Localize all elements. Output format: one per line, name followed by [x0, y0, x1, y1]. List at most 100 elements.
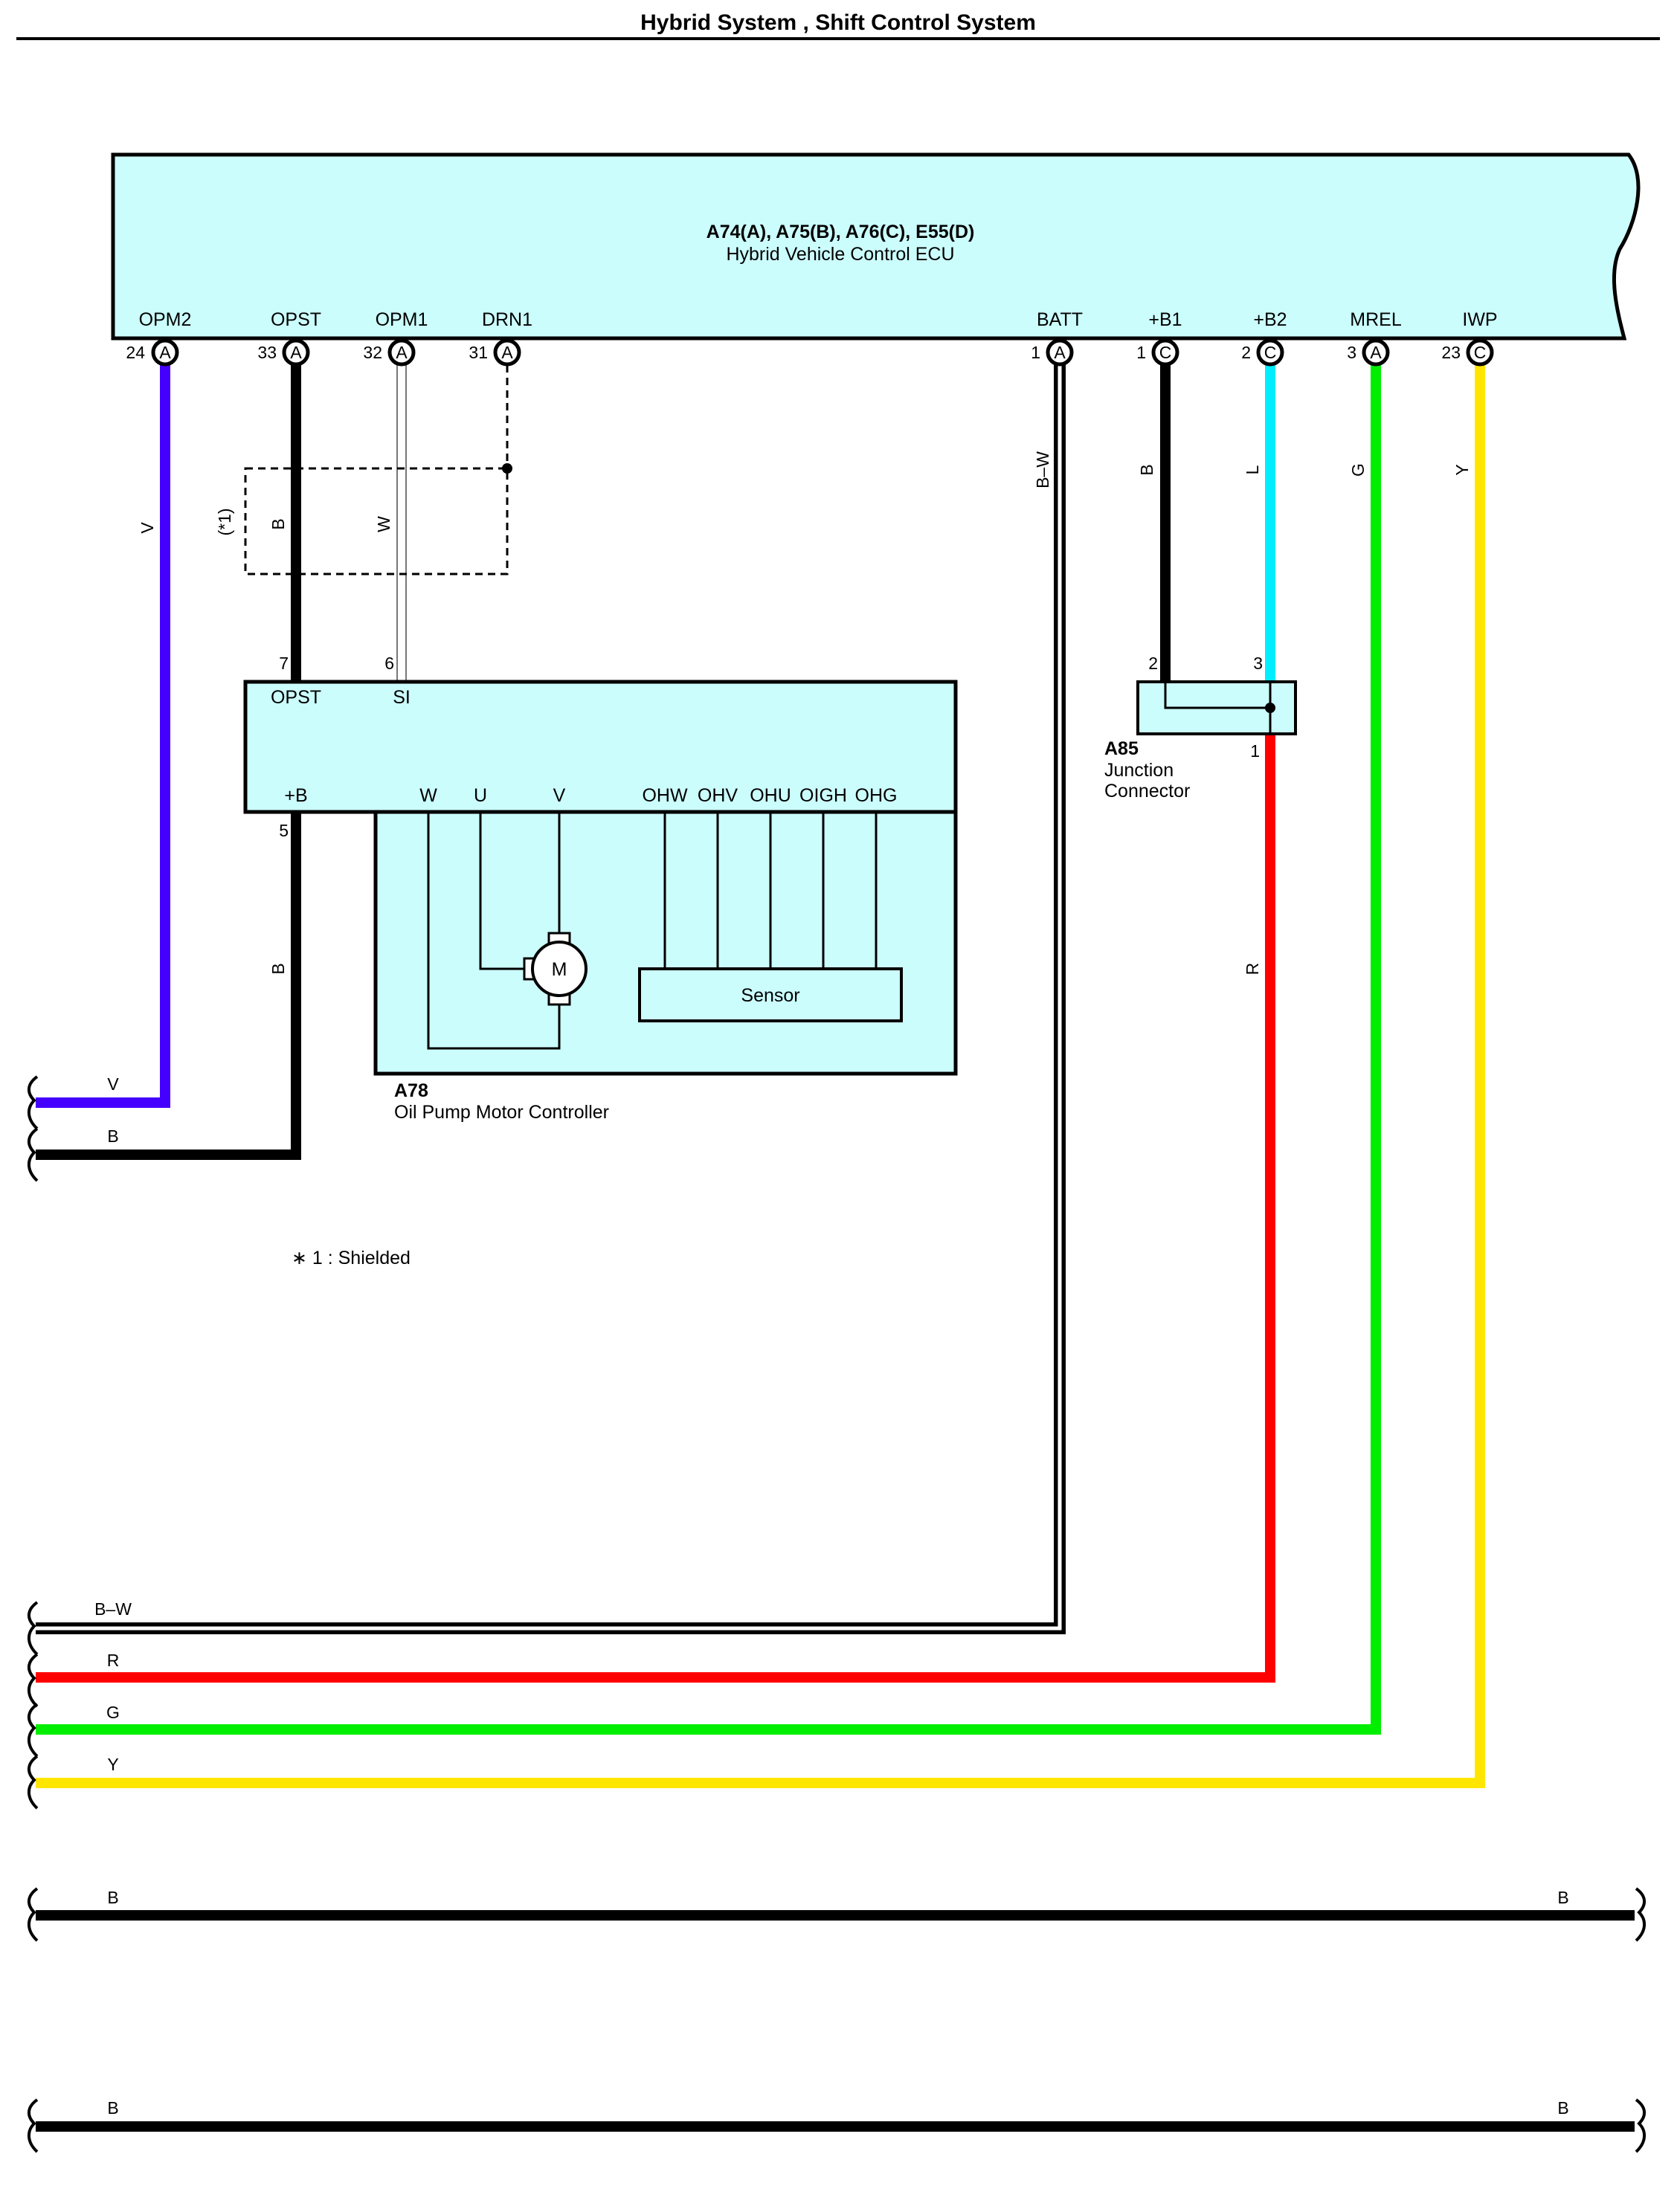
wire-opm2-v: [36, 352, 170, 1108]
brace-right: [1635, 1887, 1646, 1942]
ecu-pin-label-opm1: OPM1: [376, 309, 428, 330]
wire-label-b2: L: [1243, 465, 1262, 474]
bus-label-left: B: [107, 1888, 118, 1907]
left-wire-label: R: [107, 1651, 120, 1670]
junction-pin-3: 3: [1253, 654, 1263, 673]
junction-name-2: Connector: [1104, 781, 1190, 802]
sensor-term-oigh: OIGH: [799, 785, 847, 806]
sensor-box: [638, 967, 903, 1022]
left-wire-label: Y: [107, 1755, 118, 1774]
wire-label-shield: (*1): [215, 508, 234, 535]
ecu-pin-label-mrel: MREL: [1350, 309, 1402, 330]
shield-box: [244, 467, 509, 575]
wire-label-batt: B–W: [1033, 451, 1052, 488]
ecu-pin-label-drn1: DRN1: [482, 309, 532, 330]
brace-left: [28, 2098, 39, 2153]
sensor-label: Sensor: [741, 985, 799, 1006]
ecu-pin-num: 31: [469, 343, 488, 362]
continuation-braces: [28, 1075, 1646, 2153]
shield-junction-dot: [502, 463, 512, 474]
ecu-conn-letter: C: [1264, 343, 1277, 362]
ecu-pin-label-b2: +B2: [1253, 309, 1287, 330]
wire-label-mrel: G: [1348, 463, 1368, 477]
motor-term-u: U: [474, 785, 487, 806]
ecu-box: [111, 152, 1641, 341]
ecu-pin-num: 23: [1441, 343, 1461, 362]
connector-circle: [1466, 338, 1494, 367]
ecu-conn-letter: A: [501, 343, 513, 362]
oil-pump-name: Oil Pump Motor Controller: [394, 1102, 609, 1123]
ecu-pin-label-batt: BATT: [1037, 309, 1083, 330]
footnote: ∗ 1 : Shielded: [292, 1248, 411, 1268]
left-wire-label: V: [107, 1074, 119, 1094]
motor-wire-u: [479, 812, 530, 970]
connector-circle: [151, 338, 179, 367]
ecu-pin-num: 24: [126, 343, 145, 362]
connector-circle: [493, 338, 521, 367]
ecu-pin-num: 2: [1241, 343, 1251, 362]
brace-right: [1635, 2098, 1646, 2153]
ecu-pin-num: 33: [257, 343, 277, 362]
connector-circle: [1362, 338, 1390, 367]
motor-label: M: [552, 959, 567, 980]
junction-code: A85: [1104, 738, 1139, 759]
brace-left: [28, 1601, 39, 1656]
ecu-pin-num: 32: [363, 343, 382, 362]
ecu-conn-letter: A: [159, 343, 171, 362]
wire-label-b1: B: [1137, 464, 1156, 475]
ecu-name: Hybrid Vehicle Control ECU: [726, 244, 954, 265]
bus-label-right: B: [1557, 1888, 1568, 1907]
left-wire-label: B–W: [94, 1599, 132, 1619]
bus-label-left: B: [107, 2098, 118, 2118]
brace-left: [28, 1755, 39, 1810]
wire-label-junction-out: R: [1243, 963, 1262, 976]
brace-left: [28, 1653, 39, 1708]
motor-wire-w: [427, 812, 561, 1050]
motor-icon: [531, 941, 588, 997]
ecu-conn-letter: A: [1370, 343, 1382, 362]
ecu-conn-letter: C: [1159, 343, 1172, 362]
page-title: Hybrid System , Shift Control System: [640, 10, 1036, 35]
oil-pump-pin-5: 5: [279, 821, 289, 840]
connector-circle: [1256, 338, 1284, 367]
brace-left: [28, 1127, 39, 1182]
left-wire-label: G: [106, 1703, 120, 1722]
wire-label-opst: B: [268, 518, 288, 529]
connector-circle: [282, 338, 310, 367]
motor-term-w: W: [419, 785, 437, 806]
wire-label-opm1: W: [374, 516, 393, 532]
wire-mrel-g: [36, 352, 1381, 1735]
ecu-conn-letter: A: [1054, 343, 1066, 362]
connector-circle: [387, 338, 416, 367]
oil-pump-top-box: [243, 680, 958, 814]
ecu-pin-num: 1: [1136, 343, 1146, 362]
oil-pump-label-opst: OPST: [271, 687, 321, 708]
sensor-wires: [663, 812, 878, 969]
sensor-term-ohg: OHG: [855, 785, 898, 806]
wire-junction-r: [36, 732, 1275, 1683]
ecu-pin-num: 3: [1347, 343, 1356, 362]
junction-dot: [1265, 703, 1275, 713]
oil-pump-pin-6: 6: [384, 654, 394, 673]
connector-circle: [1151, 338, 1179, 367]
oil-pump-code: A78: [394, 1080, 428, 1101]
oil-pump-label-plusb: +B: [284, 785, 307, 806]
wire-label-opm2: V: [138, 522, 157, 534]
ecu-conn-letter: C: [1474, 343, 1487, 362]
oil-pump-pin-7: 7: [279, 654, 289, 673]
ecu-pin-label-opm2: OPM2: [139, 309, 192, 330]
motor-term-v: V: [553, 785, 566, 806]
ecu-pin-label-b1: +B1: [1148, 309, 1182, 330]
bus-label-right: B: [1557, 2098, 1568, 2118]
junction-name-1: Junction: [1104, 760, 1174, 781]
ecu-conn-letter: A: [290, 343, 302, 362]
left-wire-label: B: [107, 1126, 118, 1146]
brace-left: [28, 1703, 39, 1758]
wire-label-plusb: B: [268, 963, 288, 974]
junction-pin-1: 1: [1250, 741, 1260, 761]
ecu-code: A74(A), A75(B), A76(C), E55(D): [706, 222, 975, 242]
wire-label-iwp: Y: [1452, 464, 1472, 475]
ecu-pin-label-iwp: IWP: [1462, 309, 1497, 330]
sensor-term-ohu: OHU: [750, 785, 791, 806]
sensor-term-ohv: OHV: [698, 785, 738, 806]
